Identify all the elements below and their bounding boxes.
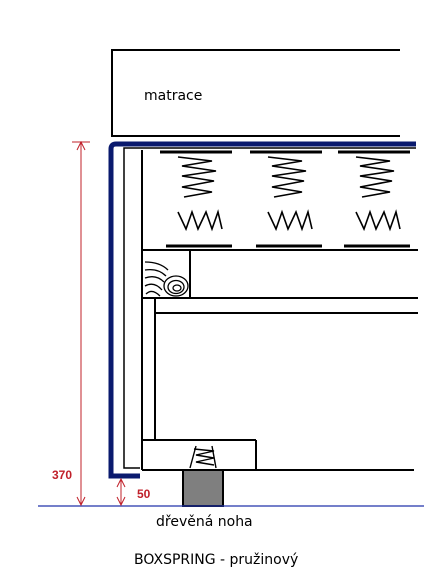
dimension-total-height <box>72 140 90 507</box>
diagram-caption: BOXSPRING - pružinový <box>134 552 298 568</box>
spring-3 <box>338 150 410 248</box>
wooden-beam <box>141 249 191 299</box>
spring-1 <box>160 150 232 248</box>
leg-spring <box>189 445 217 469</box>
wooden-leg <box>182 469 224 507</box>
leg-label: dřevěná noha <box>156 514 253 530</box>
leg-height-label: 50 <box>137 487 151 501</box>
mattress-label: matrace <box>144 88 202 104</box>
total-height-label: 370 <box>52 468 72 482</box>
spring-2 <box>250 150 322 248</box>
dimension-leg-height <box>116 477 126 507</box>
springs <box>160 150 410 248</box>
upholstery-frame <box>108 141 416 479</box>
mattress: matrace <box>111 49 400 137</box>
box-frame <box>141 150 418 471</box>
